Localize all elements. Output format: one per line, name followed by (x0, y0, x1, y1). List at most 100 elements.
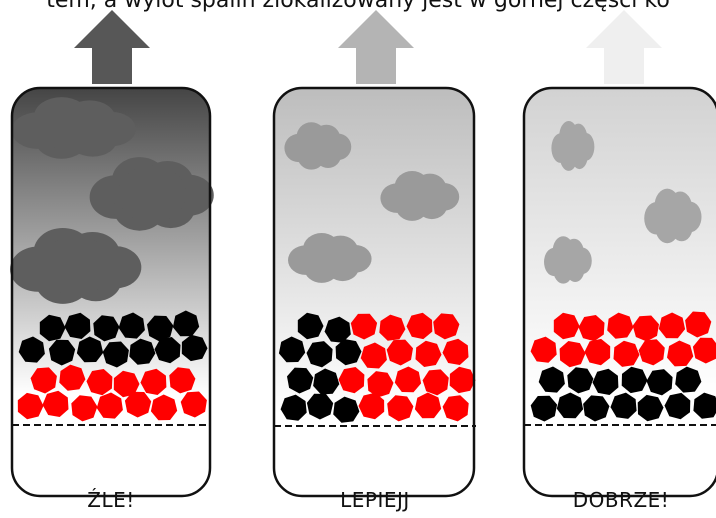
label-better: LEPIEJJ (340, 488, 410, 512)
burning-coal-piece (607, 312, 634, 339)
label-bad: ŹLE! (87, 488, 135, 512)
coal-piece (664, 392, 691, 420)
coal-piece (278, 336, 306, 363)
burning-coal-piece (379, 314, 406, 341)
coal-piece (18, 336, 45, 363)
burning-coal-piece (442, 395, 469, 422)
coal-piece (313, 368, 340, 395)
coal-piece (118, 312, 145, 339)
smoke-cloud (11, 97, 136, 159)
burning-coal-piece (613, 340, 640, 367)
coal-piece (675, 366, 702, 393)
stove-outline-good (522, 86, 716, 498)
coal-piece (333, 396, 360, 423)
burning-coal-piece (685, 311, 712, 338)
coal-piece (306, 393, 334, 420)
burning-coal-piece (150, 394, 178, 421)
burning-coal-piece (86, 369, 113, 396)
burning-coal-piece (30, 367, 57, 394)
smoke-cloud (10, 227, 142, 304)
smoke-cloud (89, 157, 214, 231)
burning-coal-piece (692, 337, 716, 364)
burning-coal-piece (632, 315, 659, 342)
coal-piece (93, 315, 120, 342)
coal-piece (324, 316, 351, 343)
burning-coal-piece (658, 312, 686, 339)
fuel-pieces (17, 310, 716, 423)
burning-coal-piece (350, 313, 378, 340)
exhaust-arrow-better (338, 10, 414, 84)
coal-piece (306, 341, 333, 368)
coal-piece (592, 368, 619, 395)
burning-coal-piece (360, 342, 387, 369)
coal-piece (610, 392, 637, 419)
coal-piece (567, 367, 594, 394)
burning-coal-piece (584, 338, 611, 366)
burning-coal-piece (180, 391, 207, 418)
burning-coal-piece (578, 315, 605, 342)
coal-piece (147, 315, 174, 342)
burning-coal-piece (113, 370, 140, 398)
exhaust-arrow-good (586, 10, 662, 84)
burning-coal-piece (638, 339, 665, 366)
burning-coal-piece (124, 391, 152, 418)
coal-piece (556, 392, 584, 419)
smoke-cloud (284, 122, 352, 170)
coal-piece (129, 338, 156, 365)
coal-piece (48, 339, 76, 366)
burning-coal-piece (169, 367, 196, 394)
label-good: DOBRZE! (572, 488, 670, 512)
smoke-clouds (10, 97, 702, 304)
smoke-cloud (551, 121, 595, 171)
burning-coal-piece (17, 392, 44, 420)
burning-coal-piece (442, 338, 469, 365)
coal-piece (538, 366, 565, 393)
stove-outline-bad (10, 86, 212, 498)
coal-piece (287, 367, 314, 394)
burning-coal-piece (140, 368, 167, 395)
burning-coal-piece (667, 340, 694, 367)
smoke-cloud (544, 236, 592, 284)
burning-coal-piece (42, 390, 69, 417)
smoke-cloud (288, 233, 372, 283)
stove-outline-better (272, 86, 476, 498)
coal-piece (583, 395, 610, 422)
coal-piece (646, 369, 673, 396)
burning-coal-piece (96, 392, 123, 419)
coal-piece (64, 312, 91, 339)
coal-piece (39, 314, 66, 342)
coal-piece (172, 310, 200, 337)
burning-coal-piece (367, 371, 394, 398)
coal-piece (693, 392, 716, 419)
burning-coal-piece (414, 392, 442, 419)
coal-piece (297, 312, 324, 340)
burning-coal-piece (530, 336, 557, 363)
burning-coal-piece (387, 395, 414, 422)
coal-piece (154, 337, 181, 364)
panel-better (274, 88, 474, 496)
burning-coal-piece (394, 366, 422, 393)
coal-piece (102, 341, 129, 368)
burning-coal-piece (59, 364, 86, 391)
burning-coal-piece (358, 392, 385, 420)
burning-coal-piece (415, 340, 442, 367)
smoke-cloud (644, 188, 702, 244)
exhaust-arrow-bad (74, 10, 150, 84)
coal-piece (621, 366, 648, 394)
coal-piece (181, 334, 208, 362)
burning-coal-piece (338, 367, 365, 394)
burning-coal-piece (559, 341, 586, 368)
smoke-cloud (380, 171, 460, 221)
burning-coal-piece (433, 313, 460, 340)
diagram-caption: tem, a wylot spalin zlokalizowany jest w… (46, 0, 670, 13)
coal-piece (280, 394, 307, 421)
burning-coal-piece (386, 339, 413, 366)
coal-piece (76, 336, 104, 363)
coal-piece (637, 394, 664, 422)
burning-coal-piece (71, 395, 98, 422)
burning-coal-piece (422, 369, 449, 396)
burning-coal-piece (406, 312, 433, 340)
coal-piece (530, 395, 558, 422)
burning-coal-piece (553, 312, 580, 340)
